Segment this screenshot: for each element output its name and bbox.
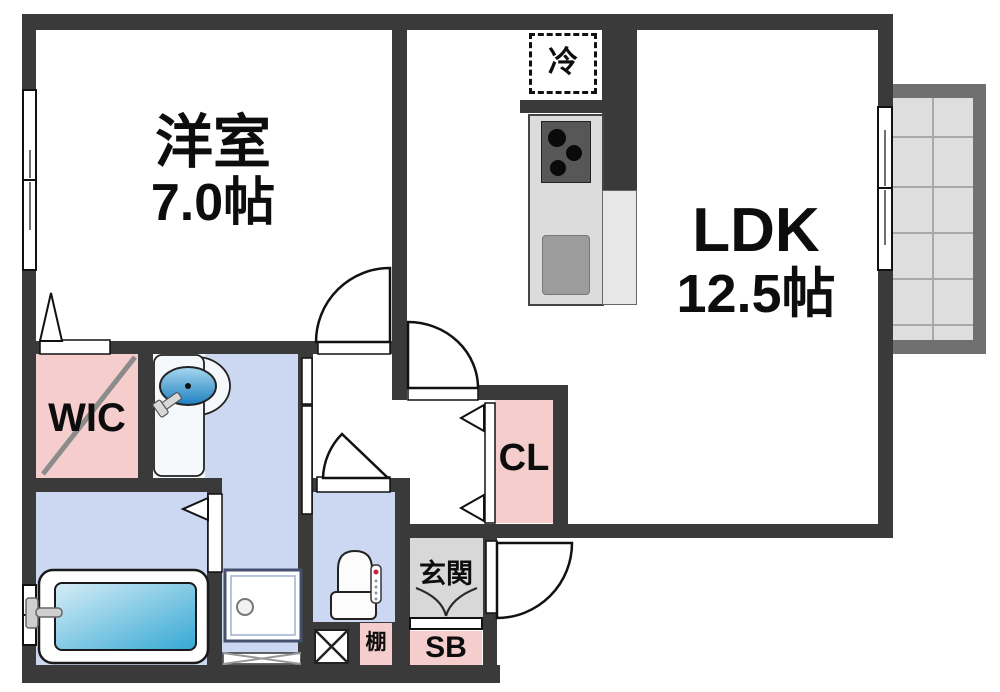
room-shelf (360, 623, 392, 665)
room-toilet (313, 492, 395, 622)
label-ldk: LDK 12.5帖 (606, 196, 906, 324)
wall-kitchen-stub (520, 100, 603, 113)
refrigerator-label: 冷 (548, 46, 578, 80)
kitchen-sink (542, 235, 590, 295)
wall-washroom-right (298, 341, 313, 665)
wall-toilet-door (313, 478, 395, 492)
label-wic: WIC (48, 396, 126, 440)
wall-kitchen-column (602, 20, 637, 190)
wall-toilet-right (395, 478, 410, 665)
room-bathroom (36, 492, 207, 665)
entrance-threshold (409, 617, 483, 630)
toilet-door-arc (321, 432, 392, 480)
wall-westroom-ldk-divider (392, 30, 407, 400)
room-washroom (205, 354, 298, 478)
entrance-door-arc (495, 541, 574, 620)
wall-westroom-south (22, 341, 407, 354)
wall-bath-washroom-divider (207, 492, 222, 665)
label-entrance: 玄関 (419, 559, 473, 589)
room-closet (495, 400, 553, 523)
ldk-name: LDK (692, 196, 820, 265)
wall-bottom (22, 665, 500, 683)
wall-bath-top (22, 478, 222, 492)
label-shoebox: SB (425, 631, 467, 664)
pipe-space-box (315, 630, 348, 663)
ldk-size: 12.5帖 (676, 263, 836, 324)
wic-door-wedge (38, 292, 64, 342)
western-room-door-arc (314, 266, 392, 344)
closet-door-wedge-bottom (458, 493, 485, 523)
wall-ldk-bottom (395, 524, 893, 538)
label-closet: CL (498, 437, 550, 479)
closet-door-wedge-top (458, 403, 485, 433)
western-room-name: 洋室 (154, 110, 271, 175)
room-laundry (222, 478, 298, 665)
hall-ldk-door-arc (406, 320, 480, 390)
stove (541, 121, 591, 183)
room-shoebox (410, 631, 482, 665)
western-room-size: 7.0帖 (150, 173, 276, 232)
wall-wic-washbasin-divider (138, 354, 153, 478)
refrigerator-space: 冷 (529, 33, 597, 94)
wall-entrance-right (483, 538, 497, 683)
kitchen-side-panel (602, 190, 637, 305)
wall-cl-right (553, 385, 568, 538)
label-shelf: 棚 (365, 631, 387, 654)
wall-top (22, 14, 893, 30)
room-washbasin (153, 354, 207, 478)
label-western-room: 洋室 7.0帖 (63, 110, 363, 232)
hall-ldk-door-opening (407, 386, 479, 401)
wall-cl-top (478, 385, 568, 400)
